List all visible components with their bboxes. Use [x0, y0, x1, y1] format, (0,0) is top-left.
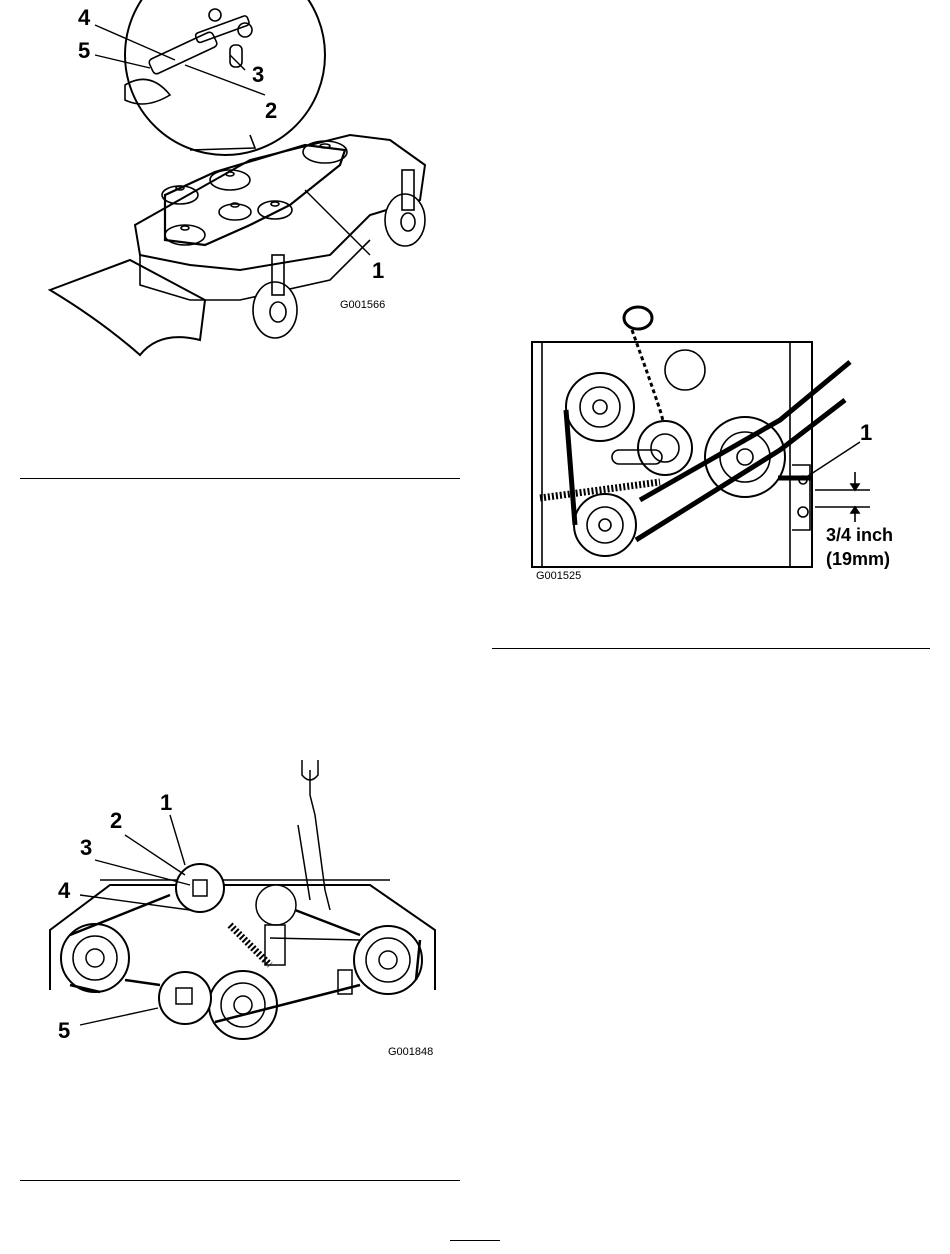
callout-3: 3 — [252, 62, 264, 87]
figure-code: G001566 — [340, 299, 385, 311]
deck-shell — [135, 135, 425, 270]
discharge-chute — [50, 260, 205, 355]
callout-1: 1 — [372, 258, 384, 283]
caster-wheels — [253, 170, 425, 338]
callout-4: 4 — [58, 878, 71, 903]
dimension-mm: (19mm) — [826, 549, 890, 569]
figure-mower-deck: 4 5 3 2 1 G001566 — [40, 0, 460, 360]
page-footer-rule — [450, 1240, 500, 1241]
figure-code: G001848 — [388, 1046, 433, 1058]
figure-deck-top-view: 1 2 3 4 5 G001848 — [40, 760, 460, 1070]
callout-2: 2 — [110, 808, 122, 833]
section-divider — [20, 478, 460, 479]
tension-spring — [230, 925, 270, 965]
control-rod — [310, 770, 330, 910]
callout-3: 3 — [80, 835, 92, 860]
callout-5: 5 — [78, 38, 90, 63]
callout-4: 4 — [78, 5, 91, 30]
callout-5: 5 — [58, 1018, 70, 1043]
figure-code: G001525 — [536, 570, 581, 582]
chain-ring — [624, 307, 652, 329]
deck-belt — [165, 145, 345, 245]
section-divider — [20, 1180, 460, 1181]
figure-belt-tension: 1 3/4 inch (19mm) G001525 — [520, 300, 930, 600]
callout-2: 2 — [265, 98, 277, 123]
callout-1: 1 — [860, 420, 872, 445]
dimension-inch: 3/4 inch — [826, 525, 893, 545]
deck-pulleys — [61, 864, 422, 1039]
tension-pulleys — [566, 350, 785, 556]
callout-1: 1 — [160, 790, 172, 815]
section-divider — [492, 648, 930, 649]
